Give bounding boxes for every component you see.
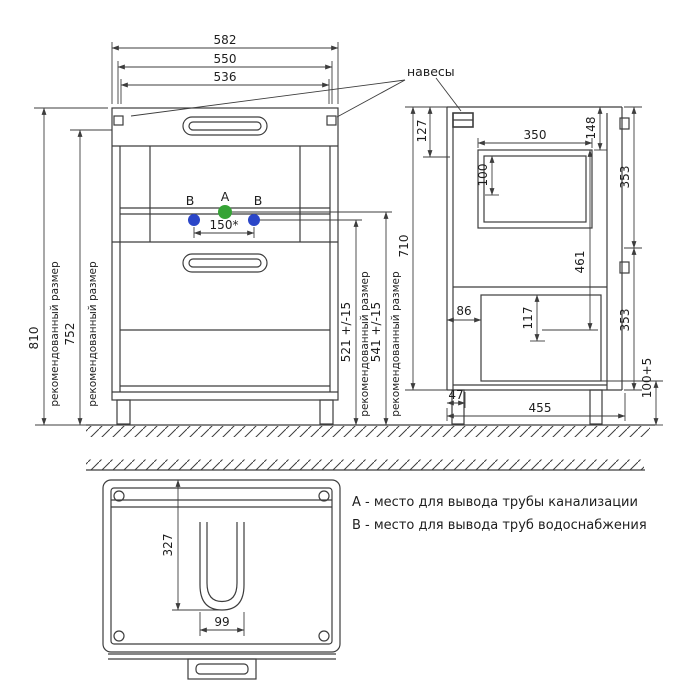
side-leg-back: [451, 389, 465, 425]
plan-leg-1: [113, 490, 125, 502]
side-upper-drawer: [477, 149, 593, 229]
dim-810-label: 810: [27, 327, 41, 350]
dim-99-label: 99: [214, 615, 229, 629]
dim-353-lower-label: 353: [618, 309, 632, 332]
dim-47-label: 47: [448, 388, 463, 402]
pipe-markers: [188, 205, 260, 226]
marker-a-label: A: [221, 189, 230, 204]
marker-b-right-label: B: [254, 193, 263, 208]
dim-582-label: 582: [214, 33, 237, 47]
legend-line-b: B - место для вывода труб водоснабжения: [352, 518, 647, 533]
recommended-size-label-2: рекомендованный размер: [87, 261, 99, 407]
front-leg-left: [116, 399, 131, 425]
dim-455-label: 455: [529, 401, 552, 415]
wall-line: [86, 459, 645, 471]
water-marker-b-left: [188, 214, 200, 226]
side-lower-drawer: [480, 294, 602, 382]
dim-117-label: 117: [521, 307, 535, 330]
marker-b-left-label: B: [186, 193, 195, 208]
front-view: [111, 107, 339, 425]
hinge-top: [619, 117, 630, 130]
recommended-size-label-1: рекомендованный размер: [49, 261, 61, 407]
plan-view: [102, 479, 341, 680]
floor-line: [86, 424, 655, 437]
bottom-drawer-handle: [182, 253, 268, 273]
drawing-labels: 582 550 536 810 рекомендованный размер 7…: [27, 33, 654, 629]
top-drawer-handle: [182, 116, 268, 136]
plan-leg-4: [318, 630, 330, 642]
plan-outline: [102, 479, 341, 653]
hanger-right: [326, 115, 337, 126]
plan-leg-2: [318, 490, 330, 502]
dim-752-label: 752: [63, 323, 77, 346]
dim-127-label: 127: [415, 120, 429, 143]
dim-550-label: 550: [214, 52, 237, 66]
front-dimensions: [34, 42, 462, 426]
side-leg-front: [589, 389, 603, 425]
dim-461-label: 461: [573, 251, 587, 274]
legend-line-a: A - место для вывода трубы канализации: [352, 495, 638, 510]
plan-leg-3: [113, 630, 125, 642]
dim-100plus5-label: 100+5: [640, 358, 654, 399]
front-leg-right: [319, 399, 334, 425]
dim-148-label: 148: [584, 117, 598, 140]
hinge-bottom: [619, 261, 630, 274]
plan-dimensions: [172, 479, 245, 636]
dim-100-label: 100: [476, 164, 490, 187]
hanger-left: [113, 115, 124, 126]
water-marker-b-right: [248, 214, 260, 226]
drain-marker-a: [218, 205, 232, 219]
plan-apron: [187, 658, 257, 680]
dim-541-label: 541 +/-15: [369, 302, 383, 362]
dim-350-label: 350: [524, 128, 547, 142]
hangers-label: навесы: [407, 64, 455, 79]
dim-327-label: 327: [161, 534, 175, 557]
recommended-size-label-4: рекомендованный размер: [390, 271, 402, 417]
dim-86-label: 86: [456, 304, 471, 318]
dim-353-upper-label: 353: [618, 166, 632, 189]
dim-521-label: 521 +/-15: [339, 302, 353, 362]
front-cabinet-outline: [111, 107, 339, 401]
dim-710-label: 710: [397, 235, 411, 258]
dim-150-label: 150*: [210, 218, 239, 232]
dim-536-label: 536: [214, 70, 237, 84]
side-dimensions: [405, 106, 663, 426]
recommended-size-label-3: рекомендованный размер: [359, 271, 371, 417]
side-view: [446, 106, 630, 425]
